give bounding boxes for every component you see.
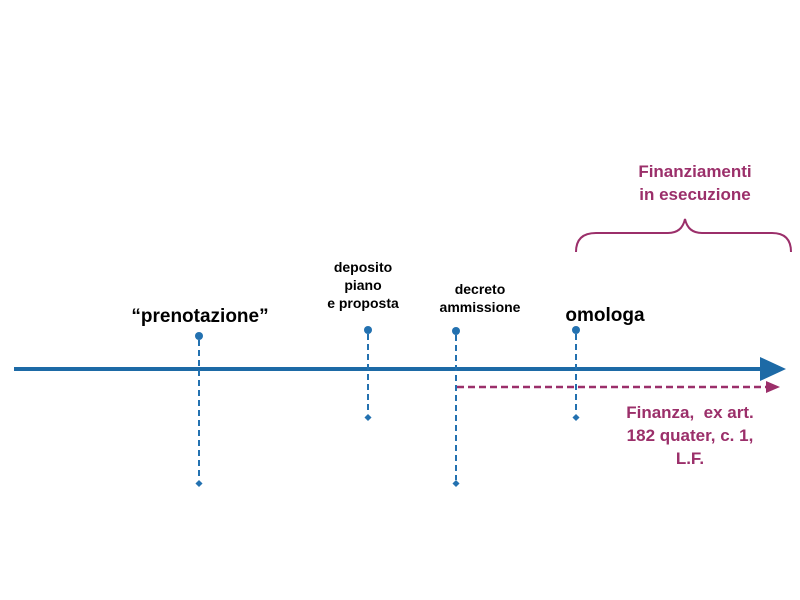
finanza-arrowhead — [766, 381, 780, 393]
label-deposito-line-3: e proposta — [327, 295, 399, 311]
label-finanza-line-2: 182 quater, c. 1, — [626, 426, 754, 445]
marker-prenotazione — [195, 332, 203, 488]
label-deposito: deposito piano e proposta — [308, 258, 418, 312]
label-prenotazione: “prenotazione” — [131, 306, 269, 327]
label-finanziamenti-line-1: Finanziamenti — [638, 162, 752, 181]
label-decreto-line-2: ammissione — [439, 299, 521, 315]
timeline-arrowhead — [760, 357, 786, 381]
finanziamenti-brace — [575, 218, 792, 253]
label-finanziamenti: Finanziamenti in esecuzione — [610, 160, 780, 206]
label-finanza-line-3: L.F. — [675, 449, 705, 468]
label-finanziamenti-line-2: in esecuzione — [639, 185, 751, 204]
label-deposito-line-2: piano — [344, 277, 382, 293]
marker-omologa — [572, 326, 580, 422]
label-decreto: decreto ammissione — [418, 280, 542, 316]
marker-decreto — [452, 327, 460, 488]
label-finanza-line-1: Finanza, ex art. — [626, 403, 754, 422]
label-omologa: omologa — [565, 305, 645, 326]
marker-deposito — [364, 326, 372, 422]
label-decreto-line-1: decreto — [454, 281, 506, 297]
label-finanza: Finanza, ex art. 182 quater, c. 1, L.F. — [590, 401, 790, 470]
label-deposito-line-1: deposito — [333, 259, 393, 275]
